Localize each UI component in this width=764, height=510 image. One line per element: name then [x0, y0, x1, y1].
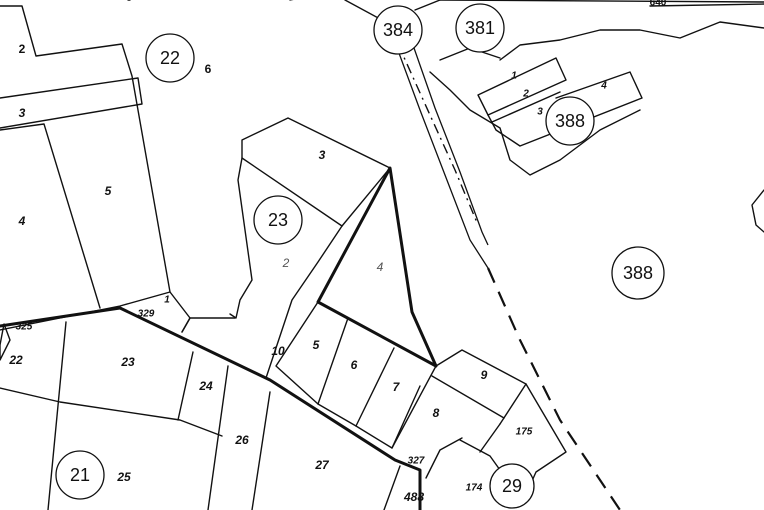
- parcel-label: 6: [351, 358, 358, 372]
- parcel-label: 2: [282, 256, 290, 270]
- parcel-label: 2: [19, 42, 26, 56]
- svg-text:388: 388: [555, 111, 585, 131]
- plot-circle-384: 384: [373, 5, 423, 55]
- parcel-label: 640: [650, 0, 667, 9]
- parcel-label: 5: [105, 184, 112, 198]
- parcel-label: 327: [408, 456, 425, 467]
- plot-circle-388: 388: [611, 246, 665, 300]
- parcel-label: 9: [481, 368, 488, 382]
- parcel-label: 329: [138, 309, 155, 320]
- parcel-label: 27: [314, 458, 330, 472]
- parcel-label: 22: [8, 353, 23, 367]
- plot-number-circles: 22 384 381 388 23 388 21 29: [55, 3, 665, 509]
- parcel-label: 3: [537, 107, 543, 118]
- svg-text:384: 384: [383, 20, 413, 40]
- parcel-label: 7: [393, 380, 401, 394]
- parcel-label: 2: [522, 89, 529, 100]
- svg-text:23: 23: [268, 210, 288, 230]
- plot-circle-388-small: 388: [545, 96, 595, 146]
- svg-text:29: 29: [502, 476, 522, 496]
- parcel-label: 325: [16, 322, 33, 333]
- parcel-label: 174: [466, 483, 483, 494]
- parcel-label: 175: [516, 427, 533, 438]
- parcel-label: 488: [403, 490, 424, 504]
- parcel-label: 8: [433, 406, 440, 420]
- parcel-label: 6: [205, 62, 212, 76]
- plot-circle-22: 22: [145, 33, 195, 83]
- svg-text:388: 388: [623, 263, 653, 283]
- parcel-label: 1: [164, 295, 170, 306]
- parcel-label: 3: [19, 106, 26, 120]
- svg-text:381: 381: [465, 18, 495, 38]
- parcel-label: 5: [313, 338, 320, 352]
- plot-circle-381: 381: [455, 3, 505, 53]
- parcel-label: 24: [198, 379, 213, 393]
- parcel-label: 10: [271, 344, 285, 358]
- parcel-label: 3: [319, 148, 326, 162]
- parcel-label: 1: [511, 71, 517, 82]
- parcel-label: 26: [234, 433, 249, 447]
- parcel-label: 4: [18, 214, 26, 228]
- parcel-label: 4: [600, 81, 607, 92]
- plot-circle-29: 29: [489, 463, 535, 509]
- parcel-label: 23: [120, 355, 135, 369]
- svg-text:22: 22: [160, 48, 180, 68]
- plot-circle-23: 23: [253, 195, 303, 245]
- parcel-label: 4: [377, 260, 384, 274]
- parcel-label: 25: [116, 470, 131, 484]
- svg-text:21: 21: [70, 465, 90, 485]
- plot-circle-21: 21: [55, 450, 105, 500]
- parcel-number-labels: 640 2 6 3 4 5 3 2 4 1 2 3 4 325 329 1 10…: [8, 0, 666, 504]
